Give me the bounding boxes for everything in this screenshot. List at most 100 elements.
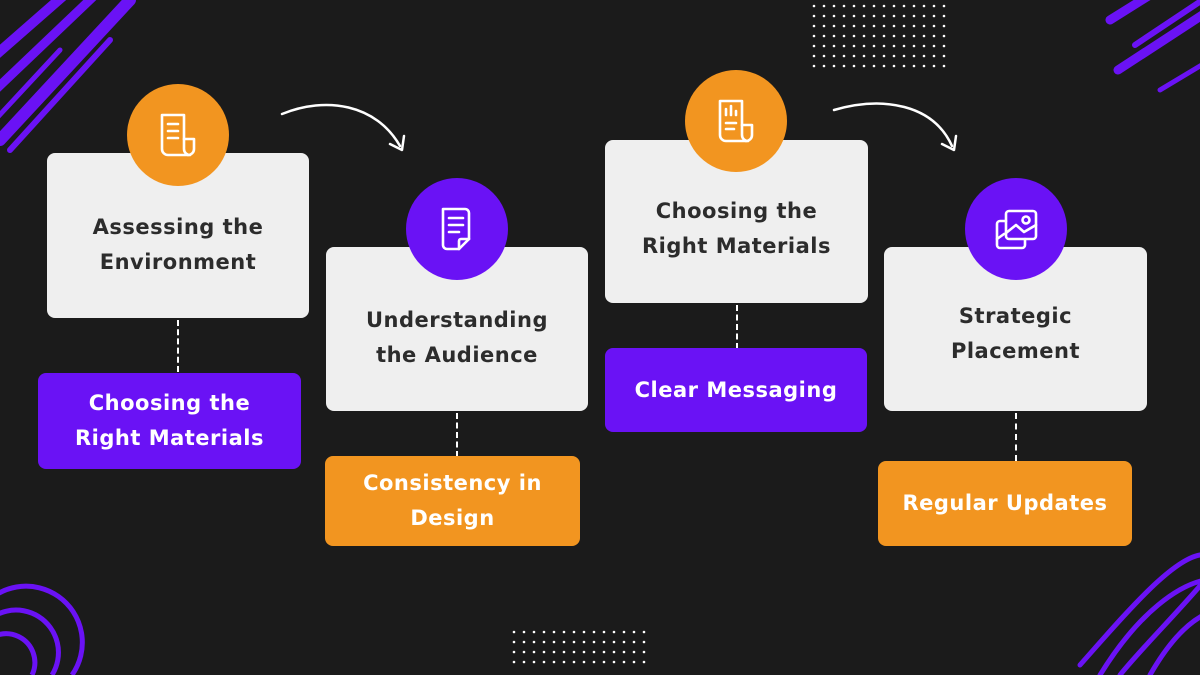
decor-dot	[892, 64, 896, 68]
decor-dot	[572, 640, 576, 644]
step-detail-line: Right Materials	[75, 426, 264, 450]
decor-dot	[542, 660, 546, 664]
decor-dot	[812, 4, 816, 8]
decor-dot	[822, 44, 826, 48]
decor-dot	[522, 630, 526, 634]
decor-dot	[552, 650, 556, 654]
decor-dot	[512, 630, 516, 634]
decor-dot	[612, 660, 616, 664]
decor-dot	[922, 4, 926, 8]
decor-dot	[852, 44, 856, 48]
decor-dot	[812, 54, 816, 58]
decor-dot	[882, 44, 886, 48]
decor-dot	[812, 64, 816, 68]
decor-dot	[892, 54, 896, 58]
decor-dot	[822, 54, 826, 58]
decor-dot	[572, 660, 576, 664]
decor-dot	[852, 64, 856, 68]
step-icon-circle	[685, 70, 787, 172]
decor-dot	[852, 4, 856, 8]
step-detail-consistency-design: Consistency in Design	[325, 456, 580, 546]
decor-dot	[812, 14, 816, 18]
decor-dot	[882, 34, 886, 38]
decor-dot	[942, 14, 946, 18]
curved-arrow-1	[280, 103, 406, 152]
step-title-line: the Audience	[376, 343, 538, 367]
decor-dot	[812, 24, 816, 28]
spiral-bottom-left	[0, 583, 85, 675]
decor-dot	[612, 650, 616, 654]
decor-dot	[922, 24, 926, 28]
document-page-icon	[441, 207, 471, 251]
decor-dot	[922, 34, 926, 38]
decor-dot	[582, 660, 586, 664]
decor-dot	[602, 650, 606, 654]
decor-dot	[942, 64, 946, 68]
decor-dot	[622, 630, 626, 634]
decor-dot	[862, 44, 866, 48]
dot-grid-top	[812, 4, 946, 68]
decor-dot	[912, 44, 916, 48]
decor-dot	[512, 650, 516, 654]
decor-dot	[592, 630, 596, 634]
curved-arrow-2	[832, 102, 958, 152]
decor-dot	[562, 650, 566, 654]
decor-dot	[892, 14, 896, 18]
decor-dot	[612, 640, 616, 644]
decor-dot	[532, 650, 536, 654]
decor-dot	[852, 14, 856, 18]
decor-dot	[572, 650, 576, 654]
decor-dot	[892, 34, 896, 38]
decor-dot	[852, 54, 856, 58]
decor-dot	[932, 24, 936, 28]
decor-dot	[902, 34, 906, 38]
decor-dot	[892, 24, 896, 28]
decor-dot	[852, 24, 856, 28]
step-detail-line: Consistency in	[363, 471, 542, 495]
decor-dot	[842, 34, 846, 38]
decor-dot	[922, 14, 926, 18]
decor-dot	[522, 640, 526, 644]
decor-dot	[932, 4, 936, 8]
decor-dot	[882, 14, 886, 18]
decor-dot	[632, 650, 636, 654]
decor-dot	[822, 14, 826, 18]
decor-dot	[932, 64, 936, 68]
decor-dot	[512, 640, 516, 644]
decor-dot	[832, 44, 836, 48]
decor-dot	[552, 640, 556, 644]
decor-dot	[832, 34, 836, 38]
step-detail-regular-updates: Regular Updates	[878, 461, 1132, 546]
decor-dot	[912, 54, 916, 58]
decor-dot	[902, 4, 906, 8]
decor-dot	[542, 650, 546, 654]
decor-dot	[912, 14, 916, 18]
decor-dot	[862, 64, 866, 68]
decor-dot	[942, 24, 946, 28]
decor-dot	[602, 630, 606, 634]
decor-dot	[942, 54, 946, 58]
decor-dot	[622, 640, 626, 644]
decor-dot	[872, 14, 876, 18]
decor-dot	[872, 34, 876, 38]
brush-strokes-top-left	[0, 0, 136, 153]
decor-dot	[822, 24, 826, 28]
decor-dot	[562, 640, 566, 644]
decor-dot	[602, 640, 606, 644]
decor-dot	[872, 24, 876, 28]
step-card-strategic-placement: Strategic Placement	[884, 247, 1147, 411]
decor-dot	[942, 44, 946, 48]
decor-dot	[532, 630, 536, 634]
scribble-bottom-right	[1077, 552, 1200, 675]
step-detail-clear-messaging: Clear Messaging	[605, 348, 867, 432]
decor-dot	[522, 660, 526, 664]
step-title-line: Assessing the	[92, 214, 264, 239]
decor-dot	[902, 14, 906, 18]
decor-dot	[812, 34, 816, 38]
decor-dot	[842, 64, 846, 68]
decor-dot	[862, 34, 866, 38]
decor-dot	[882, 64, 886, 68]
decor-dot	[822, 34, 826, 38]
decor-dot	[872, 44, 876, 48]
